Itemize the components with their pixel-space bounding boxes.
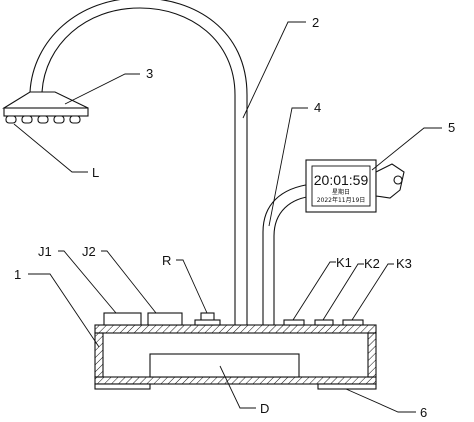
circuit-board (149, 353, 300, 378)
jack-j2 (147, 312, 183, 326)
clock-time-text: 20:01:59 (314, 172, 369, 188)
label-1: 1 (14, 267, 21, 282)
key-k3 (342, 319, 364, 326)
top-components (103, 312, 221, 326)
led-array (5, 115, 81, 124)
label-J1: J1 (38, 244, 52, 259)
clock-unit: 20:01:59 星期日 2022年11月19日 (305, 159, 405, 213)
label-6: 6 (420, 405, 427, 420)
clock-display (305, 159, 377, 213)
keys (283, 319, 364, 326)
label-L: L (92, 165, 99, 180)
key-k1 (283, 319, 305, 326)
lamp-arm (29, 0, 248, 325)
label-texts: 2 3 L 4 5 1 J1 J2 R K1 K2 K3 D 6 (14, 15, 455, 420)
leader-lines (13, 21, 442, 413)
label-K1: K1 (336, 255, 352, 270)
label-5: 5 (448, 120, 455, 135)
label-4: 4 (314, 100, 321, 115)
label-R: R (162, 253, 171, 268)
label-J2: J2 (82, 244, 96, 259)
label-K3: K3 (396, 256, 412, 271)
jack-j1 (103, 312, 142, 326)
lamp-head (2, 91, 89, 124)
label-3: 3 (146, 66, 153, 81)
clock-date-text: 2022年11月19日 (317, 196, 366, 204)
key-k2 (314, 319, 334, 326)
label-K2: K2 (364, 256, 380, 271)
bottom-feet (94, 383, 377, 390)
label-D: D (260, 401, 269, 416)
label-2: 2 (312, 15, 319, 30)
clock-weekday-text: 星期日 (332, 188, 350, 196)
